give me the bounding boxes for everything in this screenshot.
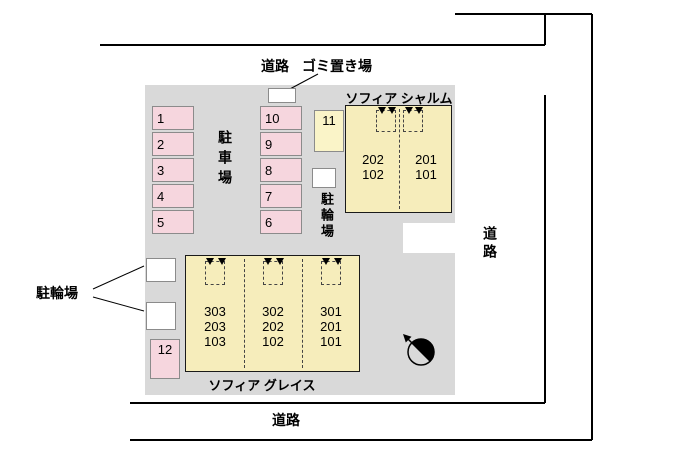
unit-number: 202 [262,319,284,334]
unit-numbers: 202 102 [348,152,398,182]
unit-number: 101 [320,334,342,349]
unit-numbers: 303 203 103 [187,304,243,349]
unit-number: 102 [362,167,384,182]
bike-shed-left-2 [146,302,176,330]
bike-area-label-left: 駐輪場 [36,285,78,301]
parking-space-7: 7 [260,184,302,208]
parking-space-4: 4 [152,184,194,208]
unit-divider [302,259,303,368]
building-grace: 303 203 103 302 202 102 301 201 101 [185,255,360,372]
parking-area-label: 駐車場 [217,130,233,190]
bike-area-label-center: 駐輪場 [319,192,334,240]
unit-numbers: 301 201 101 [303,304,359,349]
entrance-arrow-icon [206,258,214,265]
road-label-bottom: 道路 [272,412,300,428]
parking-space-12: 12 [150,339,180,379]
unit-divider [244,259,245,368]
unit-number: 103 [204,334,226,349]
unit-number: 203 [204,319,226,334]
parking-space-11: 11 [314,110,344,152]
bike-shed-left-1 [146,258,176,282]
parking-space-3: 3 [152,158,194,182]
building-name-grace: ソフィア グレイス [208,378,316,393]
stairs-icon [263,261,283,285]
entrance-arrow-icon [334,258,342,265]
building-name-charme: ソフィア シャルム [345,91,453,106]
parking-space-1: 1 [152,106,194,130]
stairs-icon [321,261,341,285]
entrance-arrow-icon [415,107,423,114]
unit-number: 201 [415,152,437,167]
parking-space-2: 2 [152,132,194,156]
unit-number: 303 [204,304,226,319]
bike-shed-center [312,168,336,188]
unit-numbers: 201 101 [401,152,451,182]
entrance-arrow-icon [218,258,226,265]
stairs-icon [205,261,225,285]
road-label-top: 道路 [261,58,289,74]
parking-space-10: 10 [260,106,302,130]
unit-number: 102 [262,334,284,349]
parking-space-5: 5 [152,210,194,234]
entrance-arrow-icon [388,107,396,114]
unit-number: 201 [320,319,342,334]
unit-number: 302 [262,304,284,319]
unit-number: 101 [415,167,437,182]
garbage-box [268,88,296,103]
stairs-icon [403,110,423,132]
unit-number: 301 [320,304,342,319]
unit-number: 202 [362,152,384,167]
unit-numbers: 302 202 102 [245,304,301,349]
unit-divider [399,109,400,209]
site-notch [403,223,455,253]
building-charme: 202 102 201 101 [345,105,452,213]
road-label-right: 道路 [482,226,498,262]
garbage-area-label: ゴミ置き場 [302,58,372,74]
entrance-arrow-icon [276,258,284,265]
entrance-arrow-icon [264,258,272,265]
entrance-arrow-icon [322,258,330,265]
parking-space-9: 9 [260,132,302,156]
entrance-arrow-icon [405,107,413,114]
stairs-icon [376,110,396,132]
parking-space-6: 6 [260,210,302,234]
entrance-arrow-icon [378,107,386,114]
parking-space-8: 8 [260,158,302,182]
